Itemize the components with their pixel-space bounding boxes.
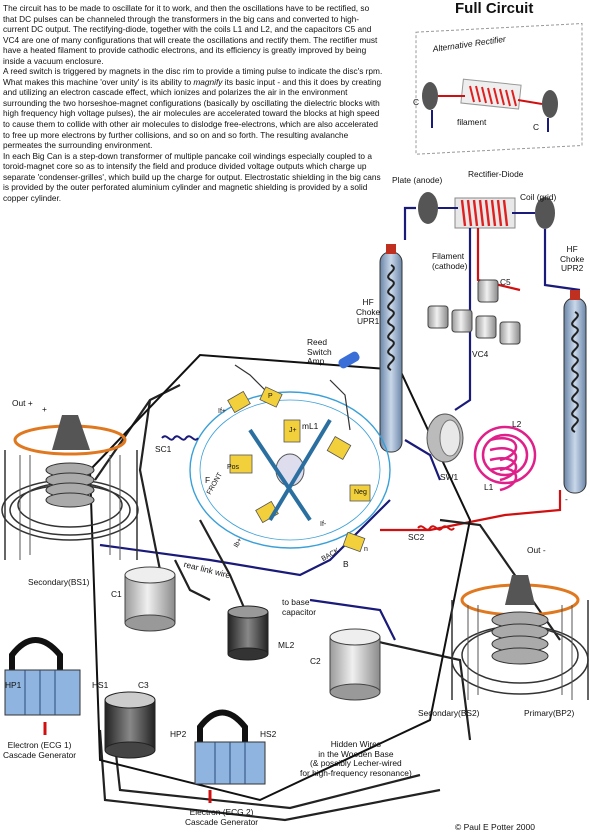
label-to-base-capacitor: to base capacitor — [282, 597, 316, 617]
switch-sw1 — [426, 413, 464, 463]
capacitor-bank — [427, 279, 521, 345]
label-sw1: SW1 — [440, 472, 459, 482]
label-minus-upr2: - — [565, 494, 568, 504]
label-plate-anode: Plate (anode) — [392, 175, 443, 185]
ecg1 — [4, 637, 81, 735]
label-c5: C5 — [500, 277, 511, 287]
label-filament-alt: filament — [457, 117, 487, 127]
big-can-bs1 — [1, 415, 139, 560]
label-out-left: Out + — [12, 398, 33, 408]
alternative-rectifier-inset — [415, 22, 583, 155]
copyright: © Paul E Potter 2000 — [455, 822, 535, 832]
label-p: P — [268, 393, 273, 400]
intro-paragraph-3: What makes this machine 'over unity' is … — [3, 77, 383, 151]
label-secondary-bs1: Secondary(BS1) — [28, 577, 90, 587]
label-l2: L2 — [512, 419, 522, 429]
label-hp1: HP1 — [5, 680, 22, 690]
label-hp2: HP2 — [170, 729, 187, 739]
label-hidden-wires: Hidden Wires in the Wooden Base (& possi… — [300, 739, 412, 778]
label-alt-c-right: C — [533, 122, 540, 132]
intro-paragraph-2: A reed switch is triggered by magnets in… — [3, 66, 383, 77]
label-coil-grid: Coil (grid) — [520, 192, 557, 202]
label-c1: C1 — [111, 589, 122, 599]
label-sc2: SC2 — [408, 532, 425, 542]
label-l1: L1 — [484, 482, 494, 492]
label-sc1: SC1 — [155, 444, 172, 454]
label-secondary-bs2: Secondary(BS2) — [418, 708, 480, 718]
label-b: B — [343, 559, 349, 569]
hf-choke-upr1 — [379, 244, 403, 453]
intro-p3-b: its basic input - and this it does by cr… — [3, 76, 382, 151]
label-reed-switch-amp: Reed Switch Amp — [307, 337, 332, 367]
label-alt-c-left: C — [413, 97, 420, 107]
label-rectifier-diode: Rectifier-Diode — [468, 169, 524, 179]
label-n: n — [364, 546, 368, 553]
capacitor-c2 — [329, 628, 381, 701]
reed-switch — [338, 351, 360, 369]
label-primary-bp2: Primary(BP2) — [524, 708, 575, 718]
intro-p3-a: What makes this machine 'over unity' is … — [3, 76, 194, 87]
label-ecg2: Electron (ECG 2) Cascade Generator — [185, 807, 259, 827]
label-ecg1: Electron (ECG 1) Cascade Generator — [3, 740, 77, 760]
label-hs1: HS1 — [92, 680, 109, 690]
label-ml2: ML2 — [278, 640, 295, 650]
intro-p3-em: magnify — [193, 76, 223, 87]
spark-coil-sc1 — [161, 435, 199, 441]
label-neg-right: Neg — [354, 489, 367, 496]
spark-coil-sc2 — [417, 525, 455, 531]
ecg2 — [194, 709, 266, 803]
label-out-right: Out - — [527, 545, 546, 555]
disc-assembly — [189, 364, 391, 553]
label-if-minus: If- — [320, 521, 327, 528]
coil-ml2 — [227, 605, 269, 661]
intro-paragraph-1: The circuit has to be made to oscillate … — [3, 3, 378, 66]
coil-l1 — [473, 425, 537, 485]
label-filament-cathode: Filament (cathode) — [432, 251, 468, 271]
intro-paragraph-4: In each Big Can is a step-down transform… — [3, 150, 381, 203]
page-title: Full Circuit — [455, 0, 534, 17]
capacitor-c1 — [124, 566, 176, 632]
intro-text: The circuit has to be made to oscillate … — [3, 3, 383, 203]
label-f: F — [205, 475, 211, 485]
big-can-bs2 — [451, 575, 589, 700]
label-c3: C3 — [138, 680, 149, 690]
hf-choke-upr2 — [563, 290, 587, 494]
label-pos-left: Pos — [227, 464, 240, 471]
label-hf-choke-upr1: HF Choke UPR1 — [356, 297, 381, 327]
capacitor-c3 — [104, 691, 156, 759]
coil-l2 — [489, 437, 518, 492]
label-j-plus: J+ — [289, 427, 297, 434]
label-vc4: VC4 — [472, 349, 489, 359]
label-c2: C2 — [310, 656, 321, 666]
label-hs2: HS2 — [260, 729, 277, 739]
rectifier-diode — [418, 192, 555, 229]
label-ml1: mL1 — [302, 421, 319, 431]
label-plus-out: + — [42, 404, 47, 414]
label-hf-choke-upr2: HF Choke UPR2 — [560, 244, 585, 274]
label-if-plus: If+ — [218, 408, 226, 415]
